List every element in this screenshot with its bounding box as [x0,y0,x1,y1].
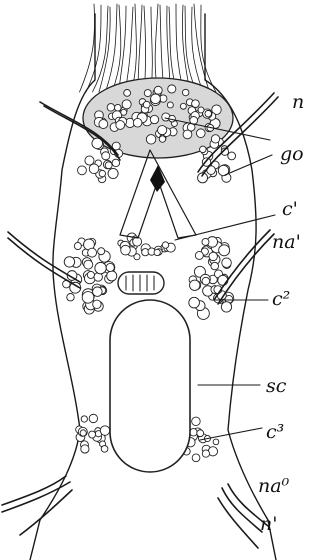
cap-cell [168,85,176,93]
label-sc: sc [266,375,287,397]
label-c3: c³ [266,421,284,443]
central-triangle [120,150,196,238]
label-na0: na⁰ [258,475,290,497]
ventral-rung [118,272,164,294]
ganglion-cell [95,262,106,273]
cap-cell [158,126,167,135]
ganglion-cell [121,245,131,255]
ganglion-cell [93,300,101,308]
ganglion-cell [211,262,219,270]
central-canal [150,165,165,192]
ganglion-cell [228,152,236,160]
ganglion-cell [189,297,200,308]
ganglion-cell [78,166,87,175]
ganglion-cell [209,252,217,260]
cap-cell [154,86,162,94]
ganglion-cell [74,242,81,249]
ganglion-cell [192,417,201,426]
ganglion-cell [93,287,103,297]
ganglion-cell [85,156,94,165]
label-n1: n' [260,513,277,535]
ganglion-cell [88,248,97,257]
ganglion-cell [154,249,160,255]
label-go: go [280,143,304,165]
label-c2: c² [272,288,290,310]
cap-cell [167,102,173,108]
ganglion-cell [190,280,200,290]
cap-cell [116,121,125,130]
cap-cell [150,115,158,123]
ganglion-cell [133,237,142,246]
ganglion-cell [80,430,86,436]
ganglion-cell [108,168,118,178]
cap-cell [192,100,200,108]
ganglion-cell [98,248,105,255]
cap-cell [198,107,204,113]
ganglion-cell [202,277,210,285]
cap-cell [146,135,155,144]
ganglion-cell [81,445,89,453]
ganglion-cell [89,164,99,174]
cap-cell [143,101,150,108]
ganglion-cell [211,135,219,143]
ganglion-cell [222,258,232,268]
ganglion-cell [67,293,74,300]
cap-cell [114,104,121,111]
ganglion-cell [221,302,231,312]
cap-cell [121,109,127,115]
nerve-fibre [201,5,216,92]
ganglion-cell [105,162,112,169]
cap-cell [196,129,205,138]
cap-cell [107,104,115,112]
label-c1: c' [282,198,298,220]
ganglion-cell [200,146,207,153]
cap-cell [124,90,131,97]
ganglion-cell [195,251,203,259]
ganglion-cell [213,439,219,445]
ganglion-cell [190,429,197,436]
ganglion-cell [84,260,93,269]
ganglion-cell [218,275,228,285]
ganglion-cell [202,450,209,457]
cap-cell [99,120,108,129]
ganglion-cell [102,152,110,160]
ganglion-cell [100,426,109,435]
ganglion-cell [192,454,200,462]
ganglion-cell [101,446,108,453]
ganglion-cell [162,242,168,248]
label-n: n [292,91,304,113]
ganglion-cell [107,271,117,281]
ganglion-cell [197,430,204,437]
cap-cell [133,118,142,127]
cap-cell [180,103,186,109]
ganglion-cell [87,271,94,278]
nerve-fibre [192,7,203,92]
ganglion-cell [82,292,94,304]
ganglion-cell [219,245,230,256]
cap-cell [144,90,151,97]
cap-cell [151,94,161,104]
ganglion-cell [81,416,87,422]
ganglion-cell [106,263,114,271]
ganglion-cell [99,170,105,176]
ganglion-cell [202,238,209,245]
ganglion-cell [64,257,74,267]
nerve-fibre [80,4,95,92]
ganglion-cell [89,414,97,422]
label-na1: na' [272,231,301,253]
cap-cell [159,136,165,142]
central-opening [110,300,190,472]
ganglion-cell [89,431,96,438]
cap-cell [182,89,188,95]
cap-cell [122,100,131,109]
cap-cell [205,110,212,117]
ganglion-cell [112,159,120,167]
